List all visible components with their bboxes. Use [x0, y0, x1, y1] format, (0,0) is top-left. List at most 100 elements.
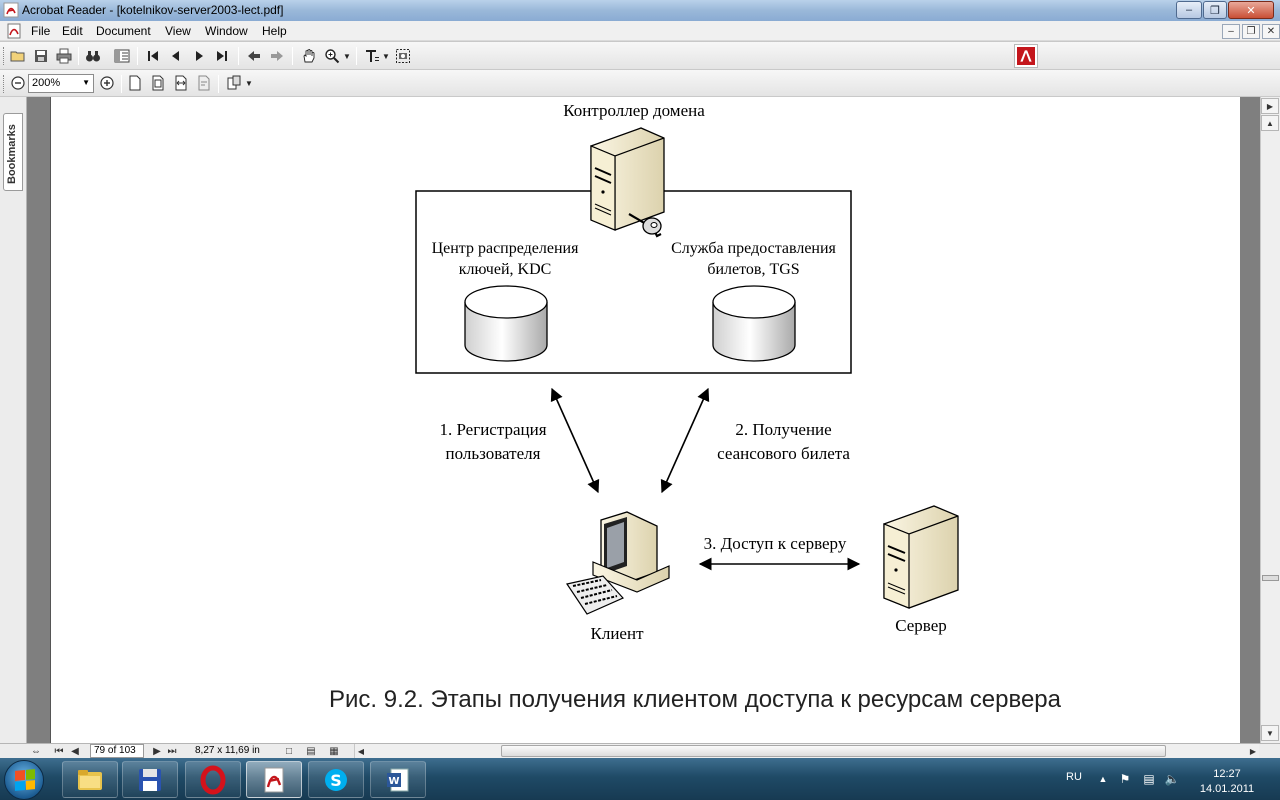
status-last-page-icon[interactable]: ⏭	[167, 745, 177, 757]
menu-window[interactable]: Window	[205, 24, 248, 38]
scroll-up-button[interactable]: ▲	[1261, 115, 1279, 131]
restore-button[interactable]: ❐	[1203, 1, 1227, 19]
taskbar-opera[interactable]	[185, 761, 241, 798]
figure-caption: Рис. 9.2. Этапы получения клиентом досту…	[329, 686, 1061, 713]
language-indicator[interactable]: RU	[1066, 771, 1082, 783]
pdf-page[interactable]: Контроллер домена Центр распределения кл…	[50, 97, 1240, 743]
split-view-icon[interactable]: ⇔	[31, 745, 41, 757]
menu-edit[interactable]: Edit	[62, 24, 83, 38]
panel-expand-icon[interactable]: ▶	[1261, 98, 1279, 114]
clock-time: 12:27	[1213, 768, 1241, 780]
rotate-view-dropdown-icon[interactable]: ▼	[245, 78, 253, 88]
previous-page-icon[interactable]	[166, 46, 186, 66]
toolbar-grip[interactable]	[3, 75, 6, 93]
fit-page-icon[interactable]	[148, 73, 168, 93]
zoom-in-icon[interactable]	[97, 73, 117, 93]
status-next-page-icon[interactable]: ▶	[153, 745, 161, 757]
menu-help[interactable]: Help	[262, 24, 287, 38]
last-page-icon[interactable]	[212, 46, 232, 66]
taskbar-explorer[interactable]	[62, 761, 118, 798]
close-button[interactable]: ✕	[1228, 1, 1274, 19]
bookmarks-tab[interactable]: Bookmarks	[3, 113, 23, 191]
menu-document[interactable]: Document	[96, 24, 151, 38]
text-select-tool-icon[interactable]	[362, 46, 382, 66]
scroll-down-button[interactable]: ▼	[1261, 725, 1279, 741]
doc-close-button[interactable]: ✕	[1262, 24, 1280, 39]
text-select-dropdown-icon[interactable]: ▼	[382, 51, 390, 61]
doc-minimize-button[interactable]: –	[1222, 24, 1240, 39]
minimize-button[interactable]: –	[1176, 1, 1202, 19]
acrobat-icon	[264, 767, 284, 792]
taskbar-word[interactable]: W	[370, 761, 426, 798]
save-icon[interactable]	[31, 46, 51, 66]
horizontal-scrollbar[interactable]: ◀ ▶	[354, 744, 1259, 758]
toolbar-separator	[356, 47, 357, 65]
print-icon[interactable]	[54, 46, 74, 66]
step2-label-line2: сеансового билета	[717, 444, 850, 463]
main-toolbar: ▼ ▼	[0, 42, 1280, 70]
status-first-page-icon[interactable]: ⏮	[54, 745, 64, 757]
open-icon[interactable]	[8, 46, 28, 66]
action-center-flag-icon[interactable]: ⚑	[1119, 772, 1131, 786]
fit-width-icon[interactable]	[171, 73, 191, 93]
step2-label-line1: 2. Получение	[735, 420, 832, 439]
navigation-pane-icon[interactable]	[112, 46, 132, 66]
kdc-database-icon	[464, 285, 548, 362]
opera-icon	[200, 765, 226, 794]
network-icon[interactable]: ▤	[1143, 772, 1155, 786]
horizontal-scroll-thumb[interactable]	[501, 745, 1166, 757]
taskbar-skype[interactable]: S	[308, 761, 364, 798]
continuous-layout-icon[interactable]: ▤	[306, 745, 316, 757]
zoom-tool-icon[interactable]	[322, 46, 342, 66]
system-clock[interactable]: 12:27 14.01.2011	[1196, 767, 1258, 797]
tgs-label-line1: Служба предоставления	[671, 240, 836, 257]
scroll-thumb[interactable]	[1262, 575, 1279, 581]
menu-view[interactable]: View	[165, 24, 191, 38]
next-page-icon[interactable]	[189, 46, 209, 66]
facing-layout-icon[interactable]: ▦	[329, 745, 339, 757]
actual-size-icon[interactable]	[125, 73, 145, 93]
toolbar-separator	[121, 75, 122, 93]
scroll-right-button[interactable]: ▶	[1249, 746, 1257, 756]
zoom-out-icon[interactable]	[8, 73, 28, 93]
taskbar-acrobat-active[interactable]	[246, 761, 302, 798]
status-prev-page-icon[interactable]: ◀	[71, 745, 79, 757]
windows-taskbar: S W RU ▲ ⚑ ▤ 🔈 12:27 14.01.2011	[0, 758, 1280, 800]
taskbar-floppy-app[interactable]	[122, 761, 178, 798]
zoom-level-field[interactable]: 200% ▼	[28, 74, 94, 93]
reflow-icon[interactable]	[194, 73, 214, 93]
zoom-dropdown-icon[interactable]: ▼	[82, 78, 90, 87]
menu-bar: File Edit Document View Window Help – ❐ …	[0, 21, 1280, 41]
volume-icon[interactable]: 🔈	[1164, 772, 1180, 786]
hand-tool-icon[interactable]	[299, 46, 319, 66]
menu-file[interactable]: File	[31, 24, 51, 38]
window-title: Acrobat Reader - [kotelnikov-server2003-…	[22, 3, 284, 17]
doc-restore-button[interactable]: ❐	[1242, 24, 1260, 39]
go-forward-icon[interactable]	[267, 46, 287, 66]
snapshot-tool-icon[interactable]	[393, 46, 413, 66]
status-bar: ⇔ ⏮ ◀ 79 of 103 ▶ ⏭ 8,27 x 11,69 in □ ▤ …	[0, 743, 1280, 758]
page-size-label: 8,27 x 11,69 in	[195, 745, 260, 756]
scroll-left-button[interactable]: ◀	[357, 746, 365, 756]
start-button[interactable]	[4, 760, 44, 800]
go-back-icon[interactable]	[244, 46, 264, 66]
document-icon[interactable]	[6, 23, 22, 39]
show-hidden-icons-icon[interactable]: ▲	[1098, 774, 1108, 784]
page-number-field[interactable]: 79 of 103	[90, 744, 144, 758]
svg-text:W: W	[388, 776, 399, 787]
arrow-registration	[550, 387, 600, 494]
vertical-scrollbar[interactable]: ▶ ▲ ▼	[1260, 97, 1280, 743]
search-binoculars-icon[interactable]	[83, 46, 103, 66]
toolbar-separator	[78, 47, 79, 65]
single-page-layout-icon[interactable]: □	[285, 745, 293, 757]
zoom-level-value: 200%	[32, 77, 61, 89]
first-page-icon[interactable]	[143, 46, 163, 66]
toolbar-grip[interactable]	[3, 47, 6, 65]
step1-label-line1: 1. Регистрация	[439, 420, 547, 439]
client-label: Клиент	[590, 624, 644, 643]
svg-text:S: S	[330, 771, 342, 790]
server-computer-icon	[883, 505, 959, 609]
kdc-label-line2: ключей, KDC	[458, 261, 552, 278]
rotate-view-icon[interactable]	[224, 73, 244, 93]
zoom-tool-dropdown-icon[interactable]: ▼	[343, 51, 351, 61]
